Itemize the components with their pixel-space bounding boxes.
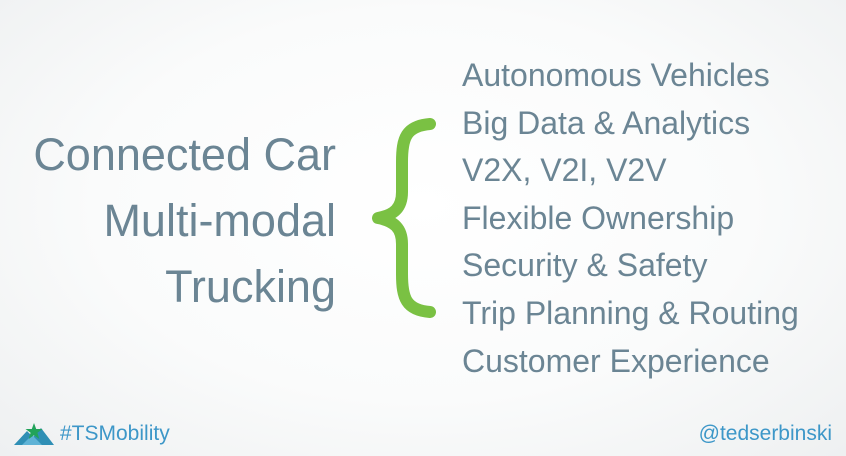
right-topic: Autonomous Vehicles <box>462 57 770 93</box>
right-topic: V2X, V2I, V2V <box>462 152 667 189</box>
left-topic-list: Connected Car Multi-modal Trucking <box>33 122 336 320</box>
right-topic: Trip Planning & Routing <box>462 294 799 331</box>
footer-brand: #TSMobility <box>14 420 170 448</box>
curly-brace-icon <box>372 118 436 318</box>
right-topic: Flexible Ownership <box>462 199 735 236</box>
right-topic: Big Data & Analytics <box>462 104 751 141</box>
right-topic-list: Autonomous Vehicles Big Data & Analytics… <box>462 52 799 385</box>
right-topic: Security & Safety <box>462 247 708 284</box>
mountain-star-logo-icon <box>14 423 54 445</box>
twitter-handle: @tedserbinski <box>698 422 832 445</box>
hashtag-label: #TSMobility <box>60 422 170 445</box>
left-topic: Multi-modal <box>103 195 336 246</box>
left-topic: Connected Car <box>33 129 336 180</box>
right-topic: Customer Experience <box>462 342 770 379</box>
left-topic: Trucking <box>165 261 336 312</box>
